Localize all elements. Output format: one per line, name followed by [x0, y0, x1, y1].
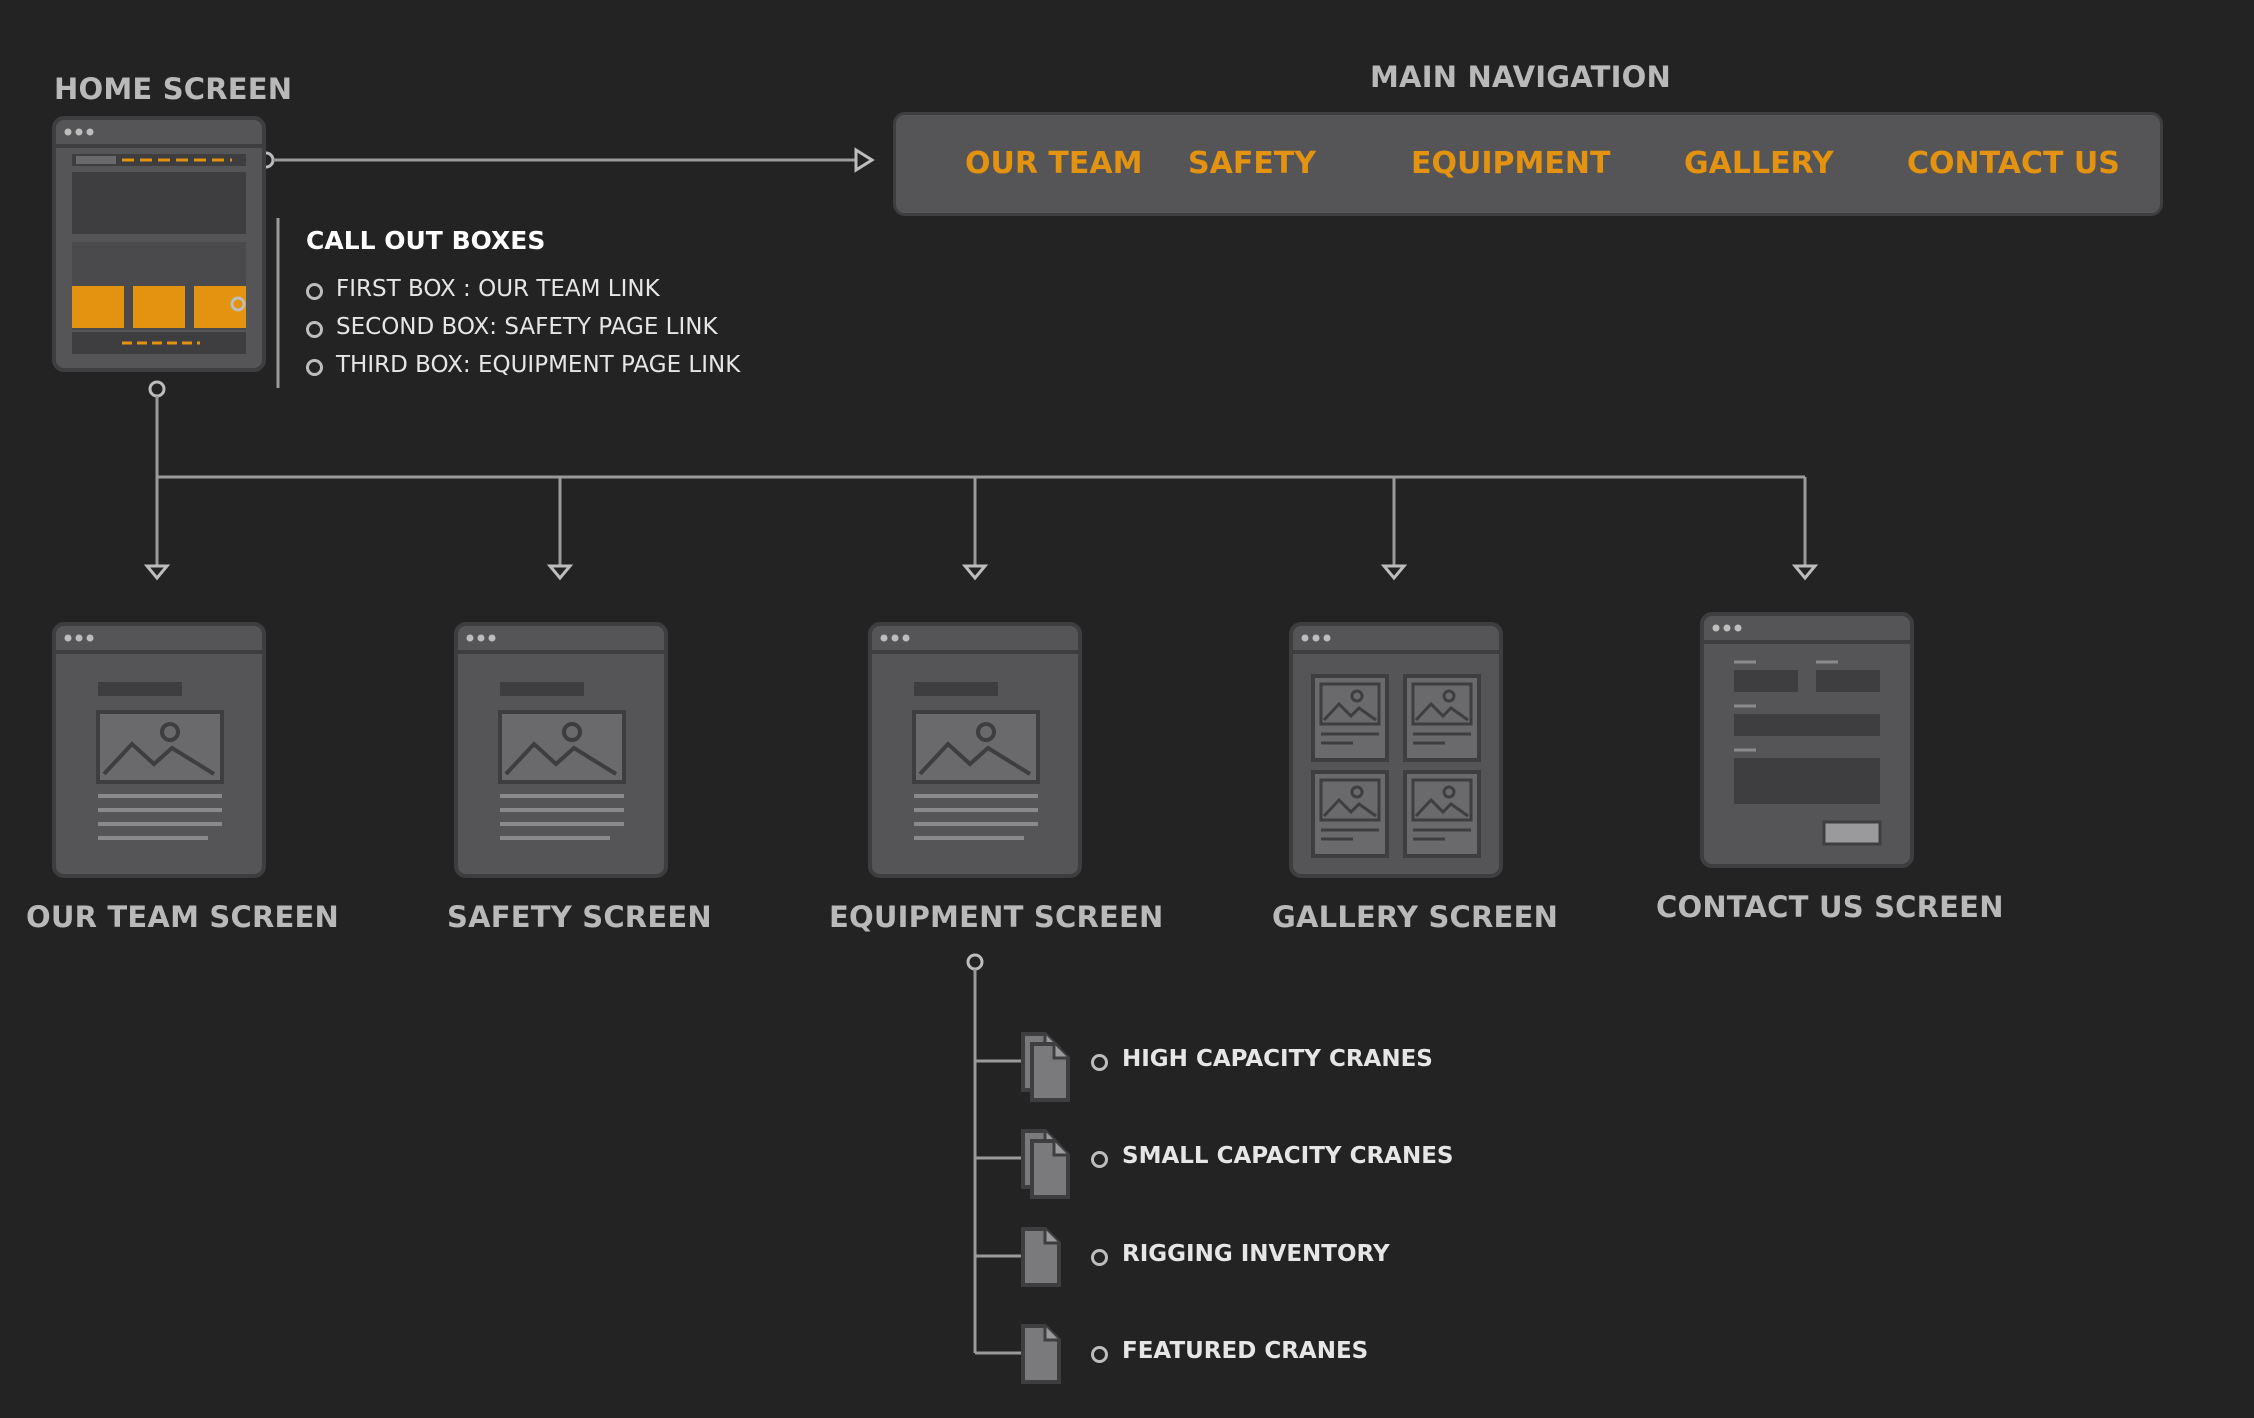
home-to-nav-connector [257, 147, 875, 173]
bullet-icon [1091, 1249, 1108, 1266]
callout-item: THIRD BOX: EQUIPMENT PAGE LINK [336, 352, 741, 378]
subpage-rigging-inventory: RIGGING INVENTORY [1122, 1241, 1390, 1267]
documents-icon [1021, 1129, 1070, 1199]
main-navigation-bar [893, 112, 2163, 216]
callout-item: FIRST BOX : OUR TEAM LINK [336, 276, 660, 302]
equipment-screen-label: EQUIPMENT SCREEN [829, 900, 1164, 934]
home-screen-title: HOME SCREEN [54, 72, 293, 106]
callout-title: CALL OUT BOXES [306, 226, 546, 255]
nav-item-equipment[interactable]: EQUIPMENT [1411, 146, 1611, 181]
bullet-icon [306, 321, 323, 338]
subpage-high-capacity-cranes: HIGH CAPACITY CRANES [1122, 1046, 1433, 1072]
subpage-small-capacity-cranes: SMALL CAPACITY CRANES [1122, 1143, 1454, 1169]
bullet-icon [306, 283, 323, 300]
our-team-screen-wireframe [52, 622, 266, 878]
documents-icon [1021, 1032, 1070, 1102]
home-screen-wireframe [52, 116, 266, 372]
our-team-screen-label: OUR TEAM SCREEN [26, 900, 340, 934]
contact-us-screen-label: CONTACT US SCREEN [1656, 890, 2004, 924]
nav-item-our-team[interactable]: OUR TEAM [965, 146, 1143, 181]
equipment-subpages-connector [966, 953, 1021, 1355]
safety-screen-label: SAFETY SCREEN [447, 900, 712, 934]
nav-item-contact-us[interactable]: CONTACT US [1907, 146, 2120, 181]
nav-item-safety[interactable]: SAFETY [1188, 146, 1316, 181]
safety-screen-wireframe [454, 622, 668, 878]
subpage-featured-cranes: FEATURED CRANES [1122, 1338, 1369, 1364]
gallery-screen-wireframe [1289, 622, 1503, 878]
callout-item: SECOND BOX: SAFETY PAGE LINK [336, 314, 718, 340]
bullet-icon [1091, 1054, 1108, 1071]
home-to-screens-connector [143, 380, 1819, 581]
document-icon [1021, 1324, 1061, 1384]
bullet-icon [1091, 1346, 1108, 1363]
document-icon [1021, 1227, 1061, 1287]
gallery-screen-label: GALLERY SCREEN [1272, 900, 1559, 934]
equipment-screen-wireframe [868, 622, 1082, 878]
nav-item-gallery[interactable]: GALLERY [1684, 146, 1834, 181]
bullet-icon [1091, 1151, 1108, 1168]
main-navigation-title: MAIN NAVIGATION [1370, 60, 1671, 94]
contact-us-screen-wireframe [1700, 612, 1914, 868]
bullet-icon [306, 359, 323, 376]
